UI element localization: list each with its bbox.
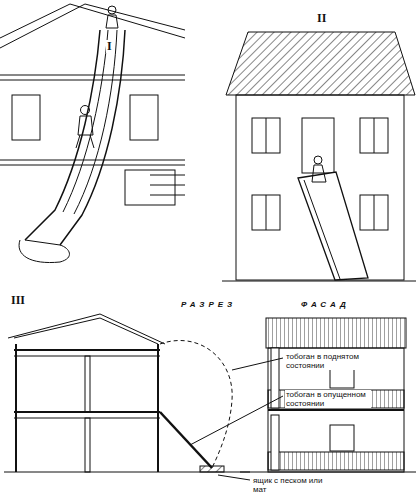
panel-number: II: [316, 12, 327, 25]
view-title: РАЗРЕЗ: [180, 300, 237, 310]
callout-label: тобоган в поднятом состоянии: [285, 352, 371, 370]
panel-number: I: [106, 40, 113, 53]
panel-two: [222, 32, 416, 281]
panel-number: III: [10, 294, 26, 307]
facade-view: [240, 318, 416, 472]
view-title: ФАСАД: [300, 300, 351, 310]
leader-lines: [190, 358, 283, 480]
section-view: [4, 314, 250, 472]
panel-one: [0, 4, 185, 263]
callout-label: тобоган в опущенном состоянии: [285, 390, 371, 408]
callout-label: ящик с песком или мат: [252, 476, 334, 494]
